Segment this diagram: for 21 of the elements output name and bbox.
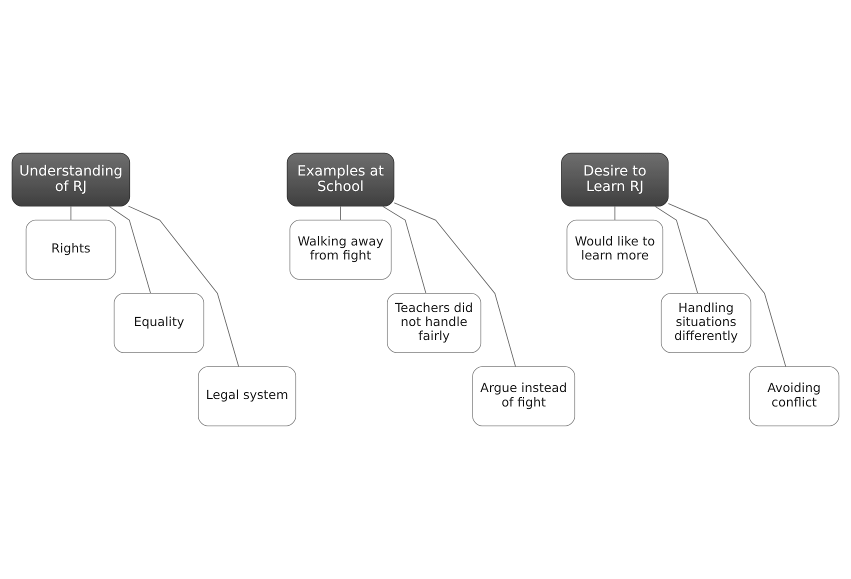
connector <box>340 206 342 221</box>
connector <box>382 206 426 294</box>
node-box: Examples at School <box>286 152 394 206</box>
connector <box>614 206 616 221</box>
node-box: Rights <box>26 220 116 280</box>
connector <box>394 202 516 367</box>
node-box: Would like to learn more <box>566 220 664 280</box>
connector <box>668 203 786 367</box>
node-box: Equality <box>114 293 204 354</box>
node-box: Avoiding conflict <box>748 366 840 426</box>
connector <box>108 206 152 294</box>
connector <box>654 206 698 294</box>
node-box: Understanding of RJ <box>12 152 130 206</box>
node-box: Walking away from fight <box>290 220 392 280</box>
connector <box>70 206 72 221</box>
node-box: Handling situations differently <box>660 293 752 354</box>
node-box: Teachers did not handle fairly <box>386 293 482 354</box>
connector <box>128 206 240 367</box>
node-box: Legal system <box>198 366 296 426</box>
node-box: Desire to Learn RJ <box>561 152 669 206</box>
node-box: Argue instead of fight <box>472 366 576 426</box>
